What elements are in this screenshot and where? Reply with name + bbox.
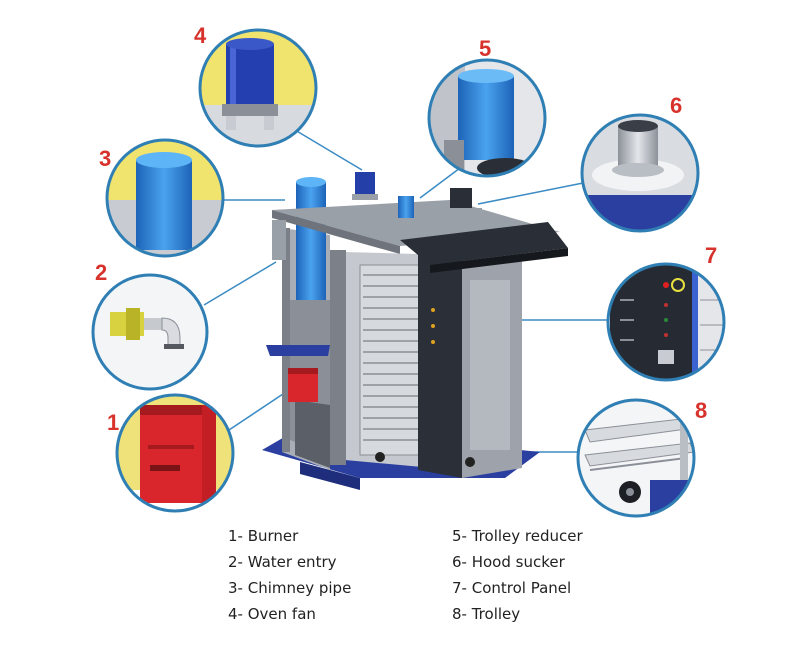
water-valve-icon	[110, 308, 184, 349]
rotary-oven	[262, 172, 568, 490]
fan-motor-icon	[222, 38, 278, 130]
callout-number-8: 8	[695, 398, 708, 423]
callout-oven-fan	[198, 28, 318, 148]
callout-number-4: 4	[194, 23, 207, 48]
legend-item-hood-sucker: 6- Hood sucker	[452, 553, 565, 571]
callout-number-6: 6	[670, 93, 683, 118]
callout-hood-sucker	[580, 113, 700, 233]
legend-item-chimney-pipe: 3- Chimney pipe	[228, 579, 352, 597]
callout-number-7: 7	[705, 243, 718, 268]
callout-control-panel	[606, 262, 726, 382]
callout-chimney-pipe	[105, 138, 225, 258]
chimney-tank	[296, 182, 326, 300]
callout-number-3: 3	[99, 146, 112, 171]
callout-number-1: 1	[107, 410, 120, 435]
connector-lines	[203, 129, 608, 453]
oven-control-column	[418, 250, 462, 478]
oven-hood	[400, 222, 568, 265]
legend-item-control-panel: 7- Control Panel	[452, 579, 572, 597]
callout-number-5: 5	[479, 36, 492, 61]
legend-item-burner: 1- Burner	[228, 527, 299, 545]
callout-water-entry	[91, 273, 209, 391]
chimney-pipe-icon	[136, 152, 192, 250]
burner-box-icon	[140, 405, 216, 503]
callout-trolley-reducer	[427, 58, 547, 178]
legend-item-oven-fan: 4- Oven fan	[228, 605, 316, 623]
legend-item-water-entry: 2- Water entry	[228, 553, 337, 571]
callout-number-2: 2	[95, 260, 108, 285]
legend-item-trolley-reducer: 5- Trolley reducer	[452, 527, 583, 545]
legend-item-trolley: 8- Trolley	[452, 605, 521, 623]
callout-trolley	[576, 398, 696, 518]
hood-sucker-icon	[592, 120, 684, 191]
callout-burner	[115, 393, 235, 513]
